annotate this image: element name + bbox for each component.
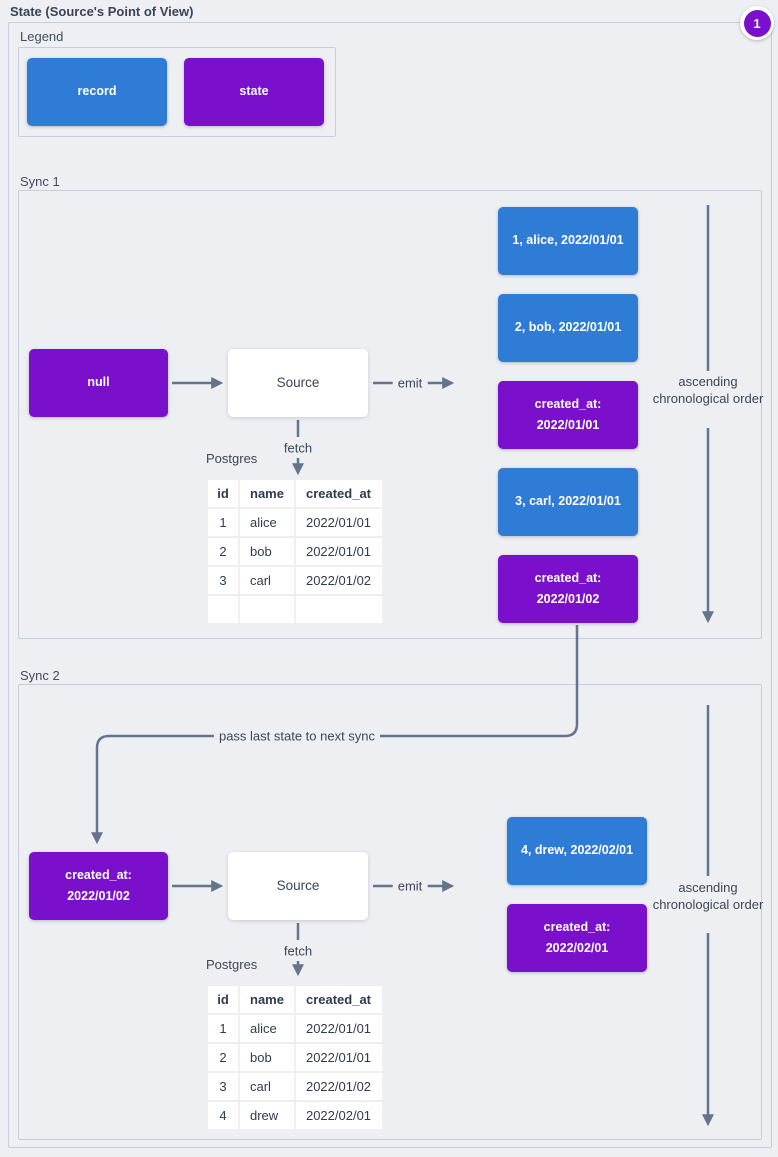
cell: 2022/01/01	[295, 1044, 382, 1071]
sync2-input-state-node: created_at: 2022/01/02	[29, 852, 168, 920]
annotation-badge: 1	[740, 6, 774, 40]
header-cell: name	[240, 480, 294, 507]
cell: 2022/01/01	[295, 1015, 382, 1042]
cell: 4	[208, 1102, 238, 1129]
cell	[208, 596, 238, 623]
sync1-record-node: 3, carl, 2022/01/01	[498, 468, 638, 536]
table-row: 2 bob 2022/01/01	[208, 538, 382, 565]
sync2-state-node: created_at: 2022/02/01	[507, 904, 647, 972]
cell: 2022/01/02	[295, 567, 382, 594]
cell: 2	[208, 538, 238, 565]
cell: carl	[240, 1073, 294, 1100]
cell: 3	[208, 1073, 238, 1100]
table-row: 1 alice 2022/01/01	[208, 509, 382, 536]
header-cell: name	[240, 986, 294, 1013]
cell: 1	[208, 509, 238, 536]
sync1-postgres-label: Postgres	[206, 451, 258, 466]
table-row: 4 drew 2022/02/01	[208, 1102, 382, 1129]
state-text-line2: 2022/01/02	[67, 889, 130, 903]
header-cell: id	[208, 986, 238, 1013]
table-row: 3 carl 2022/01/02	[208, 1073, 382, 1100]
sync1-frame	[18, 190, 762, 639]
cell: alice	[240, 1015, 294, 1042]
legend-frame	[18, 47, 336, 137]
cell: 3	[208, 567, 238, 594]
sync2-source-node: Source	[228, 852, 368, 920]
sync1-record-node: 1, alice, 2022/01/01	[498, 207, 638, 275]
sync1-source-node: Source	[228, 349, 368, 417]
record-text: 4, drew, 2022/02/01	[520, 843, 634, 858]
state-text-line2: 2022/01/02	[536, 592, 600, 606]
cell	[240, 596, 294, 623]
cell: 2022/01/02	[295, 1073, 382, 1100]
sync2-frame	[18, 684, 762, 1140]
cell: 2	[208, 1044, 238, 1071]
page-title: State (Source's Point of View)	[10, 4, 194, 19]
sync1-fetch-label: fetch	[283, 440, 313, 456]
outer-frame	[8, 22, 772, 1148]
cell	[295, 596, 382, 623]
cell: alice	[240, 509, 294, 536]
sync2-postgres-table: id name created_at 1 alice 2022/01/01 2 …	[206, 984, 384, 1131]
legend-state-text: state	[239, 84, 269, 99]
table-header-row: id name created_at	[208, 480, 382, 507]
sync1-record-node: 2, bob, 2022/01/01	[498, 294, 638, 362]
legend-record-text: record	[77, 84, 117, 99]
annotation-badge-number: 1	[743, 9, 771, 37]
table-header-row: id name created_at	[208, 986, 382, 1013]
state-text-line2: 2022/01/01	[536, 418, 600, 432]
sync1-state-node: created_at: 2022/01/01	[498, 381, 638, 449]
sync2-order-label: ascending chronological order	[652, 880, 764, 912]
record-text: 2, bob, 2022/01/01	[514, 320, 622, 335]
state-text-line1: created_at:	[65, 867, 132, 882]
state-text-line2: 2022/02/01	[545, 941, 609, 955]
table-row	[208, 596, 382, 623]
sync2-fetch-label: fetch	[283, 943, 313, 959]
legend-record-swatch: record	[27, 58, 167, 126]
state-text-line1: created_at:	[543, 919, 611, 934]
table-row: 1 alice 2022/01/01	[208, 1015, 382, 1042]
state-text-line1: created_at:	[534, 396, 602, 411]
table-row: 3 carl 2022/01/02	[208, 567, 382, 594]
sync1-input-state-text: null	[87, 375, 110, 390]
cell: drew	[240, 1102, 294, 1129]
legend-label: Legend	[20, 29, 64, 44]
sync2-label: Sync 2	[20, 668, 60, 683]
sync2-postgres-label: Postgres	[206, 957, 258, 972]
sync1-order-label: ascending chronological order	[652, 374, 764, 406]
cell: bob	[240, 1044, 294, 1071]
sync1-postgres-table: id name created_at 1 alice 2022/01/01 2 …	[206, 478, 384, 625]
sync1-emit-label: emit	[392, 375, 428, 391]
table-row: 2 bob 2022/01/01	[208, 1044, 382, 1071]
state-text-line1: created_at:	[534, 570, 602, 585]
record-text: 3, carl, 2022/01/01	[515, 494, 621, 509]
header-cell: created_at	[295, 986, 382, 1013]
cell: carl	[240, 567, 294, 594]
sync2-emit-label: emit	[392, 878, 428, 894]
sync1-state-node: created_at: 2022/01/02	[498, 555, 638, 623]
legend-state-swatch: state	[184, 58, 324, 126]
sync1-input-state-node: null	[29, 349, 168, 417]
cell: 2022/02/01	[295, 1102, 382, 1129]
header-cell: id	[208, 480, 238, 507]
cell: bob	[240, 538, 294, 565]
cell: 1	[208, 1015, 238, 1042]
header-cell: created_at	[295, 480, 382, 507]
sync1-source-text: Source	[276, 374, 320, 390]
sync2-source-text: Source	[276, 877, 320, 893]
pass-state-label: pass last state to next sync	[213, 728, 381, 744]
record-text: 1, alice, 2022/01/01	[512, 233, 624, 248]
cell: 2022/01/01	[295, 538, 382, 565]
cell: 2022/01/01	[295, 509, 382, 536]
sync2-record-node: 4, drew, 2022/02/01	[507, 817, 647, 885]
sync1-label: Sync 1	[20, 174, 60, 189]
